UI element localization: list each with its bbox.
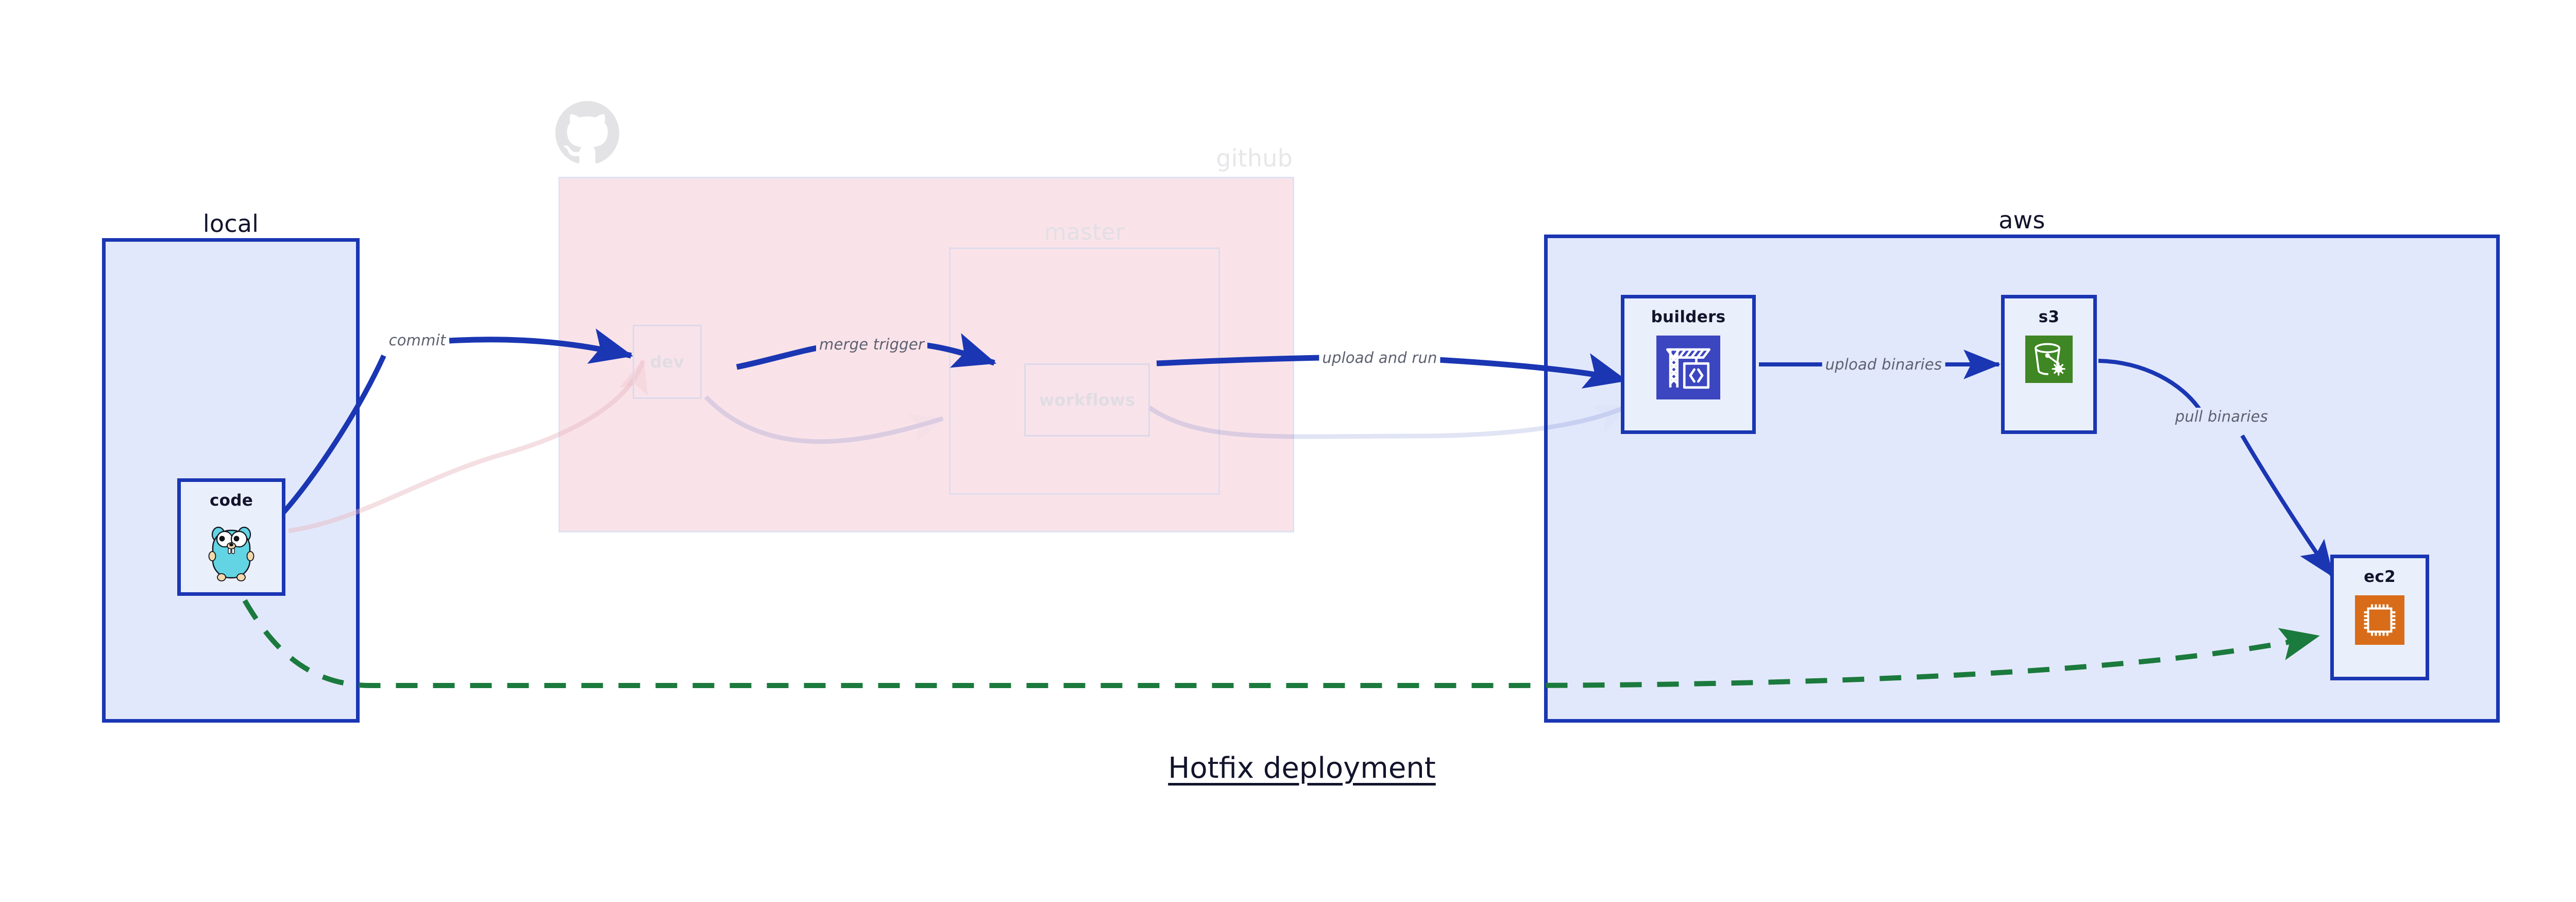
- node-builders[interactable]: builders: [1621, 295, 1756, 434]
- node-workflows-label: workflows: [1039, 390, 1136, 410]
- group-master: master: [949, 219, 1220, 495]
- node-dev-label: dev: [650, 352, 685, 372]
- go-gopher-icon: [205, 519, 258, 584]
- node-s3-label: s3: [2038, 308, 2060, 326]
- edge-label-commit: commit: [385, 331, 449, 349]
- aws-ec2-icon: [2355, 595, 2404, 647]
- page-title: Hotfix deployment: [1168, 751, 1436, 785]
- node-code-label: code: [209, 491, 253, 510]
- node-ec2[interactable]: ec2: [2330, 555, 2429, 680]
- node-s3[interactable]: s3: [2001, 295, 2097, 434]
- edge-label-upload-binaries: upload binaries: [1822, 356, 1945, 373]
- edge-label-merge-trigger: merge trigger: [816, 336, 928, 353]
- github-octocat-icon: [555, 101, 619, 165]
- edge-label-upload-and-run: upload and run: [1319, 349, 1440, 366]
- aws-s3-glacier-icon: [2025, 336, 2073, 385]
- node-workflows[interactable]: workflows: [1024, 363, 1150, 437]
- group-master-label: master: [1044, 219, 1125, 245]
- node-dev[interactable]: dev: [633, 325, 702, 399]
- aws-codebuild-icon: [1656, 336, 1720, 402]
- node-ec2-label: ec2: [2364, 567, 2396, 586]
- node-code[interactable]: code: [177, 478, 285, 596]
- group-github-label: github: [1216, 144, 1293, 172]
- node-builders-label: builders: [1651, 308, 1726, 326]
- edge-label-pull-binaries: pull binaries: [2172, 408, 2272, 425]
- group-local-label: local: [202, 210, 259, 238]
- group-aws-label: aws: [1998, 206, 2045, 234]
